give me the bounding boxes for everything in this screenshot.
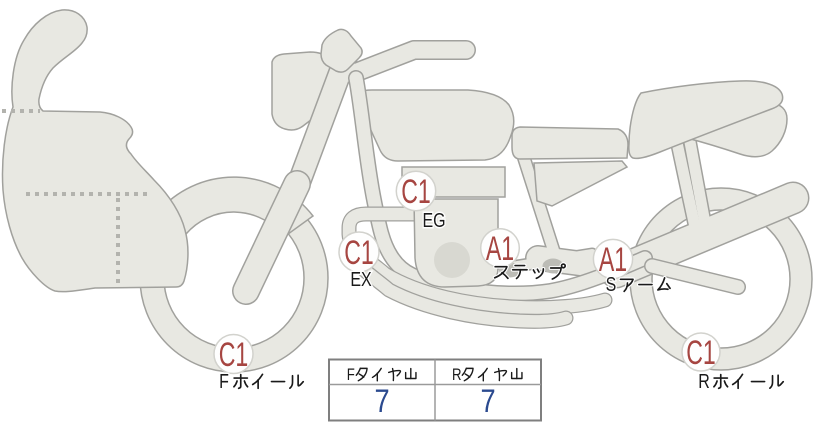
svg-text:F: F [219,370,229,392]
svg-text:S: S [606,273,617,295]
svg-text:A1: A1 [486,231,514,268]
svg-text:R: R [452,366,462,385]
svg-text:R: R [698,370,710,392]
svg-text:C1: C1 [219,337,249,374]
svg-text:7: 7 [374,384,389,420]
svg-text:C1: C1 [401,174,431,211]
svg-text:C1: C1 [686,335,716,372]
svg-text:C1: C1 [344,235,374,272]
svg-text:EX: EX [350,268,371,290]
svg-text:7: 7 [480,384,495,420]
svg-text:EG: EG [422,209,445,231]
svg-text:F: F [347,366,355,385]
svg-text:A1: A1 [599,242,627,279]
